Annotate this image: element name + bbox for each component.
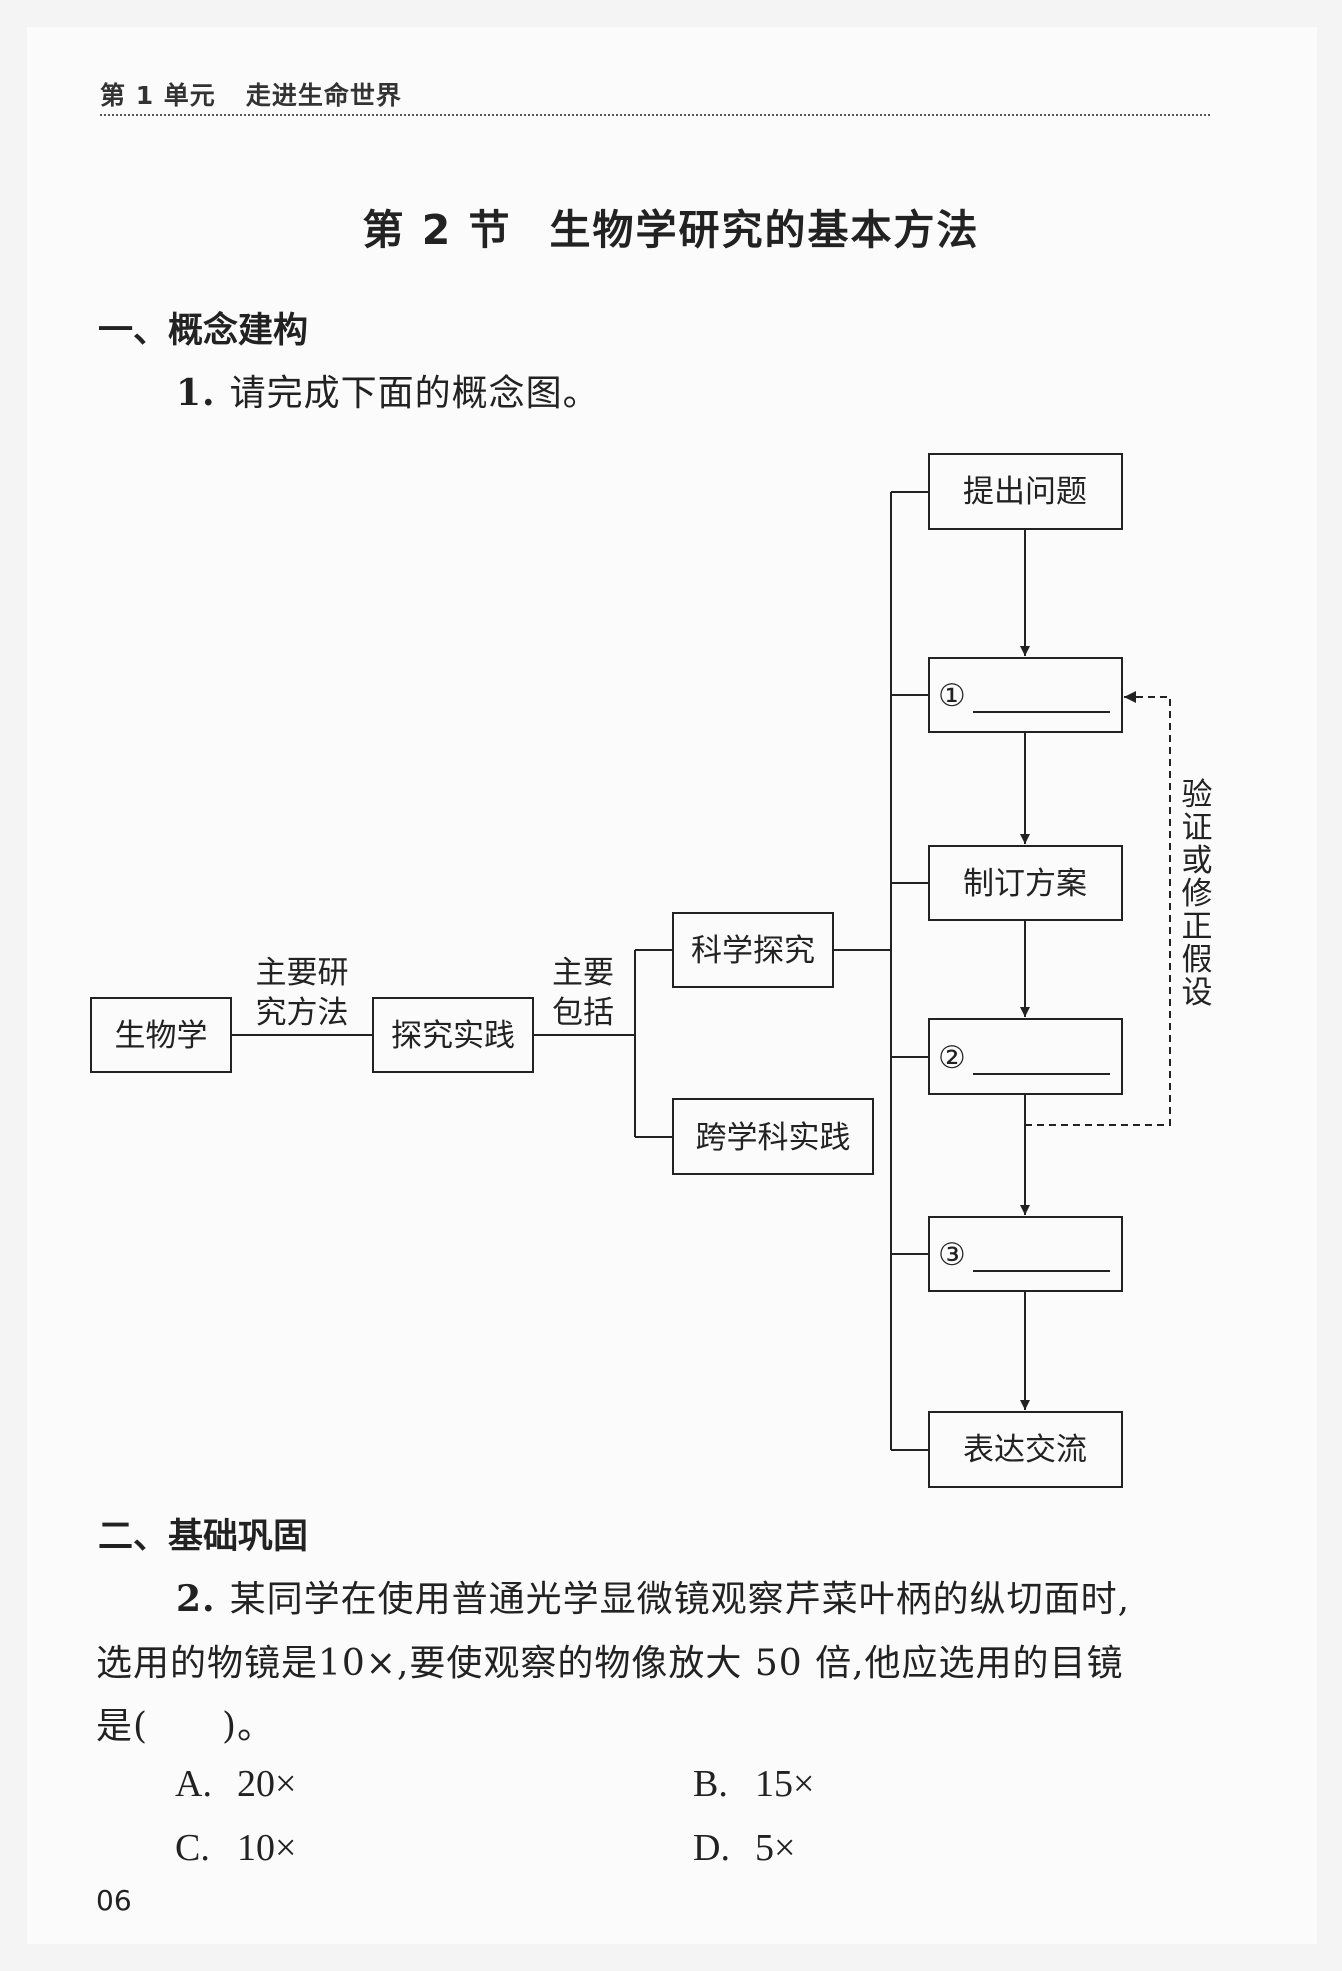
- step-box-6: [928, 1411, 1123, 1488]
- section2-heading: 二、基础巩固: [98, 1517, 309, 1557]
- step-5-marker: ③: [938, 1237, 966, 1273]
- step-2-marker: ①: [938, 678, 966, 714]
- question-1: 1. 请完成下面的概念图。: [176, 364, 600, 416]
- option-d-text: 5×: [755, 1827, 796, 1869]
- node-branch2: [672, 1098, 874, 1175]
- option-c: C. 10×: [175, 1826, 296, 1870]
- feedback-loop: [1025, 696, 1171, 1126]
- node-root-label: 生物学: [115, 1018, 208, 1054]
- page-number: 06: [96, 1884, 132, 1917]
- option-c-text: 10×: [237, 1827, 297, 1869]
- option-b-label: B.: [693, 1763, 728, 1805]
- question-1-text: 请完成下面的概念图。: [229, 373, 600, 414]
- section-title: 第 2 节生物学研究的基本方法: [0, 196, 1342, 256]
- step-1-label: 提出问题: [963, 474, 1087, 510]
- node-mid-label: 探究实践: [391, 1018, 515, 1054]
- feedback-char-7: 设: [1182, 975, 1213, 1011]
- feedback-arrowhead: [1124, 691, 1136, 703]
- edge2-label-line2: 包括: [552, 995, 614, 1031]
- feedback-char-6: 假: [1182, 942, 1213, 978]
- section-name: 生物学研究的基本方法: [549, 206, 980, 254]
- option-c-label: C.: [175, 1827, 210, 1869]
- edge2-label-line1: 主要: [552, 955, 614, 991]
- question-2-line2: 选用的物镜是10×,要使观察的物像放大 50 倍,他应选用的目镜: [96, 1643, 1124, 1684]
- section1-heading: 一、概念建构: [98, 311, 309, 351]
- option-d: D. 5×: [693, 1826, 795, 1870]
- step-4-marker: ②: [938, 1040, 966, 1076]
- section-number: 第 2 节: [362, 206, 512, 254]
- question-2-line1: 2. 某同学在使用普通光学显微镜观察芹菜叶柄的纵切面时,: [176, 1570, 1130, 1622]
- option-d-label: D.: [693, 1827, 730, 1869]
- option-b: B. 15×: [693, 1762, 814, 1806]
- option-a-label: A.: [175, 1763, 212, 1805]
- option-b-text: 15×: [755, 1763, 815, 1805]
- feedback-char-1: 验: [1182, 777, 1213, 813]
- node-branch1-label: 科学探究: [691, 933, 815, 969]
- feedback-char-5: 正: [1182, 909, 1213, 945]
- feedback-char-3: 或: [1182, 843, 1213, 879]
- edge1-label-line1: 主要研: [256, 955, 349, 991]
- edge1-label-line2: 究方法: [256, 995, 349, 1031]
- header-divider: [100, 114, 1210, 116]
- question-2-number: 2.: [176, 1578, 216, 1620]
- running-header: 第 1 单元走进生命世界: [100, 76, 402, 112]
- step-3-label: 制订方案: [963, 866, 1087, 902]
- node-branch2-label: 跨学科实践: [696, 1120, 851, 1156]
- feedback-char-2: 证: [1182, 810, 1213, 846]
- question-2-text-1: 某同学在使用普通光学显微镜观察芹菜叶柄的纵切面时,: [229, 1579, 1131, 1620]
- option-a: A. 20×: [175, 1762, 296, 1806]
- header-unit-title: 走进生命世界: [245, 81, 402, 110]
- step-6-label: 表达交流: [963, 1432, 1087, 1468]
- header-unit: 第 1 单元: [100, 81, 216, 110]
- question-1-number: 1.: [176, 372, 216, 414]
- feedback-char-4: 修: [1182, 876, 1213, 912]
- question-2-line3: 是( )。: [96, 1706, 275, 1747]
- option-a-text: 20×: [237, 1763, 297, 1805]
